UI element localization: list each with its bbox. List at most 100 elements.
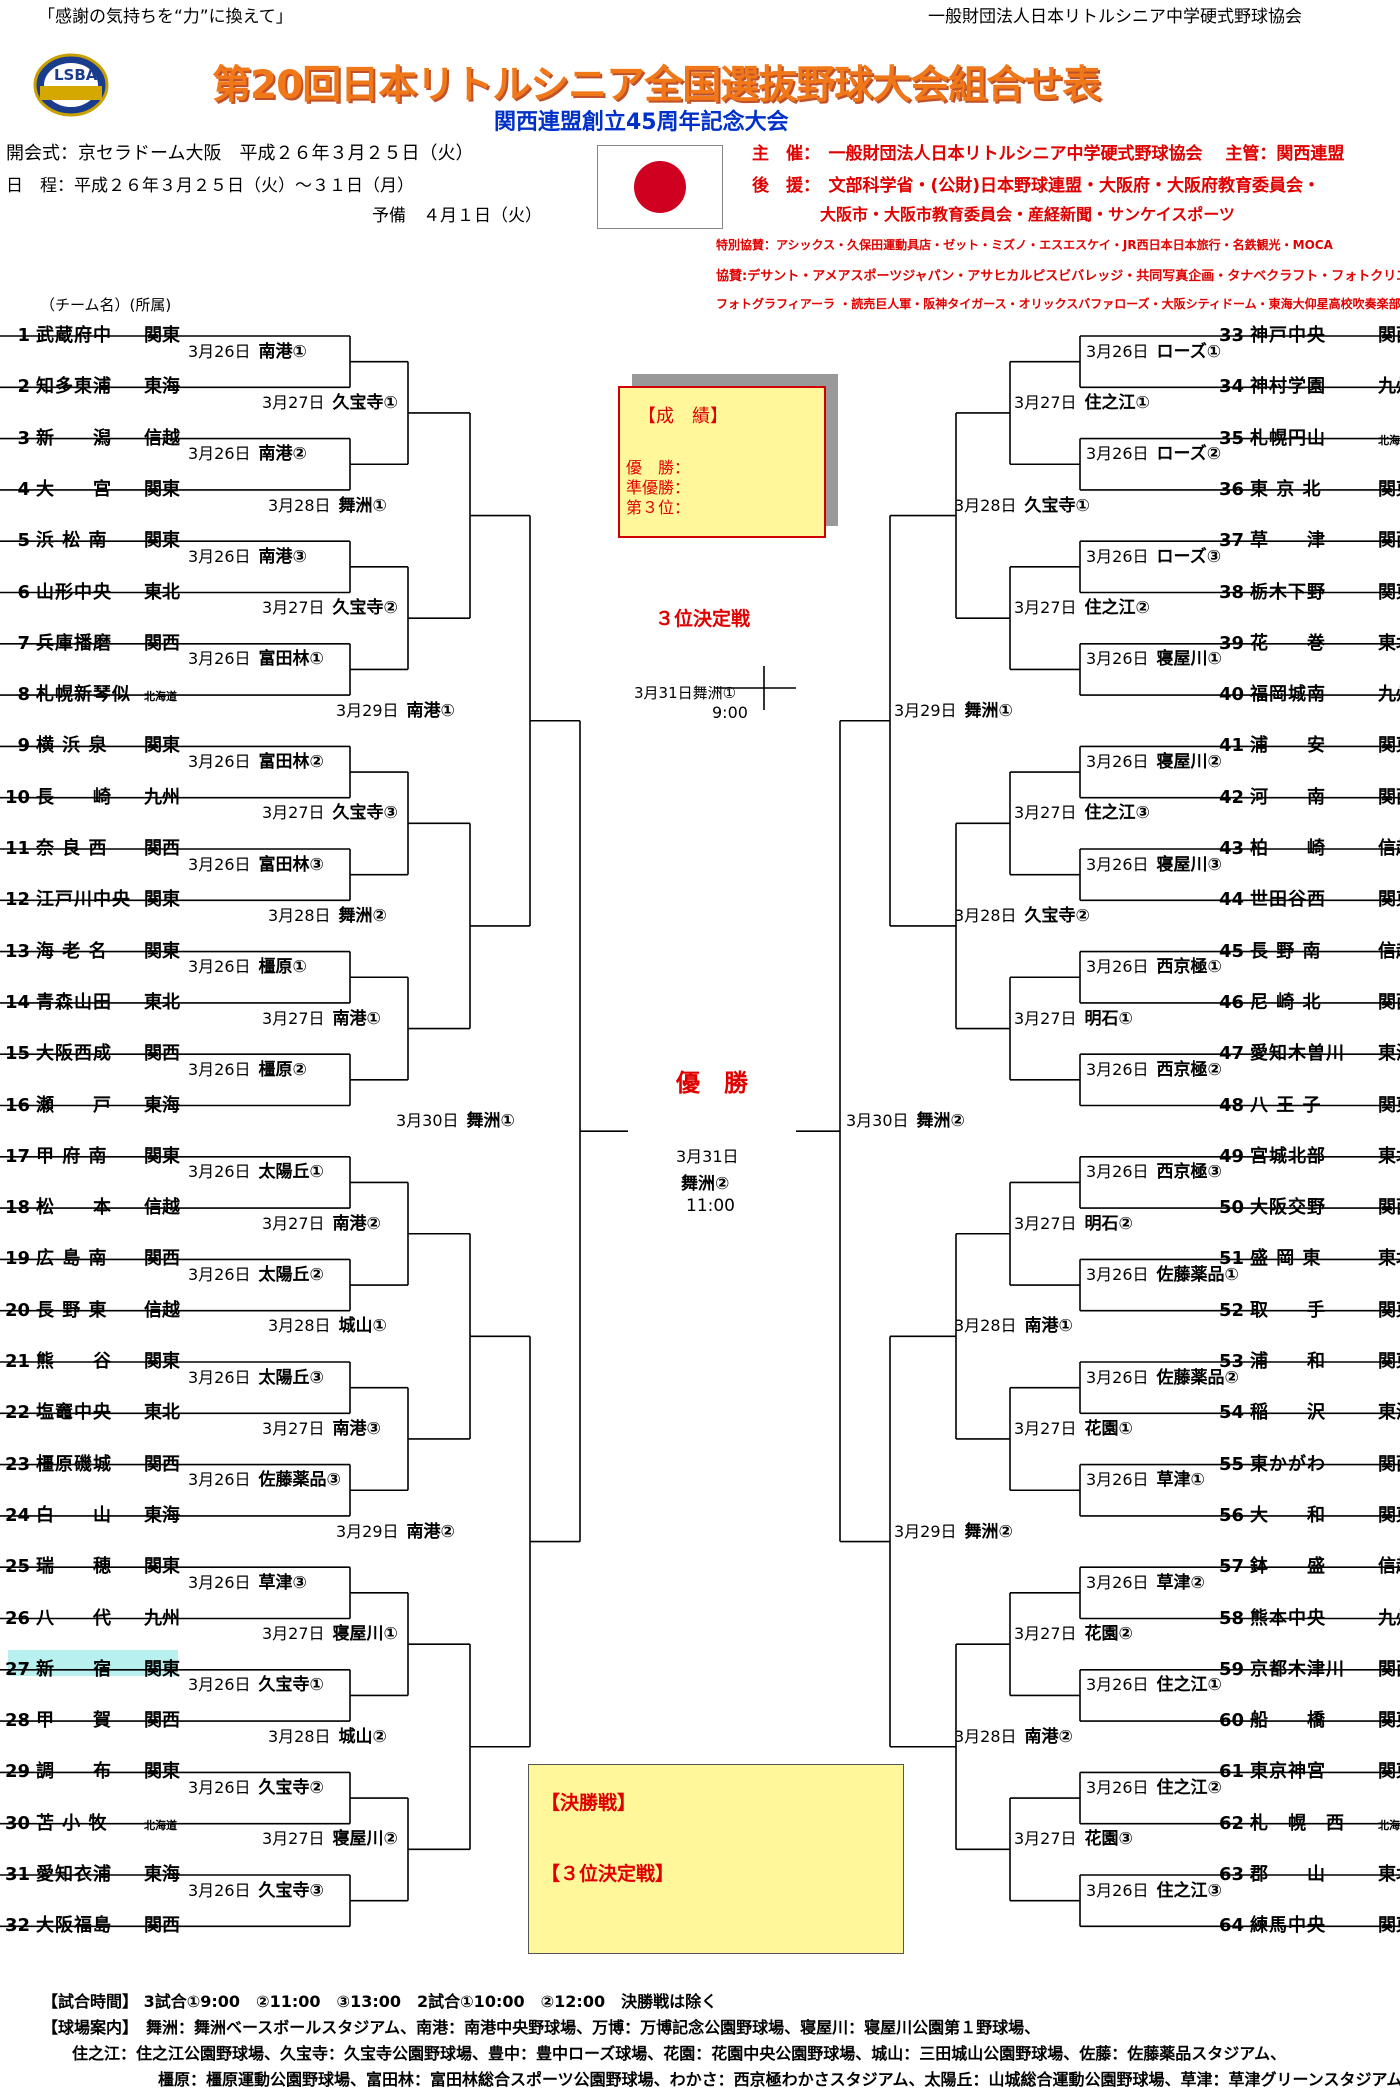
- game-venue: 住之江①: [1156, 1675, 1222, 1696]
- game-venue: 久宝寺②: [258, 1778, 324, 1799]
- team-number: 45: [1218, 940, 1244, 962]
- sponsors-line-1: 協賛:デサント・アメアスポーツジャパン・アサヒカルピスビバレッジ・共同写真企画・…: [716, 269, 1400, 284]
- team-name: 盛 岡 東: [1250, 1248, 1322, 1270]
- game-venue: 南港③: [332, 1418, 381, 1439]
- game-venue: ローズ①: [1156, 341, 1222, 362]
- team-region: 東海: [144, 1504, 180, 1526]
- team-name: 取 手: [1250, 1299, 1326, 1321]
- team-number: 12: [4, 889, 30, 911]
- team-name: 愛知木曽川: [1250, 1043, 1345, 1065]
- org-top: 一般財団法人日本リトルシニア中学硬式野球協会: [928, 7, 1302, 27]
- game-venue: 舞洲②: [916, 1111, 965, 1132]
- game-date: 3月27日: [1014, 598, 1077, 618]
- left-r1-game: 3月26日太陽丘①: [188, 1162, 324, 1182]
- game-venue: 太陽丘①: [258, 1162, 324, 1183]
- game-date: 3月29日: [894, 700, 957, 720]
- team-region: 東海: [1378, 1043, 1400, 1065]
- game-venue: 城山①: [338, 1316, 387, 1337]
- team-name: 長 野 南: [1250, 940, 1322, 962]
- team-number: 32: [4, 1915, 30, 1937]
- team-name: 長 野 東: [36, 1299, 108, 1321]
- left-r4-game: 3月29日南港①: [336, 701, 455, 721]
- sponsors-line-2: フォトグラフィアーラ ・読売巨人軍・阪神タイガース・オリックスバファローズ・大阪…: [716, 297, 1400, 311]
- team-region: 九州: [144, 1607, 180, 1629]
- left-r2-game: 3月27日南港①: [262, 1009, 381, 1029]
- game-venue: 舞洲①: [466, 1111, 515, 1132]
- team-number: 60: [1218, 1710, 1244, 1732]
- game-date: 3月26日: [1086, 341, 1149, 361]
- team-name: 江戸川中央: [36, 889, 131, 911]
- team-region: 関東: [144, 1658, 180, 1680]
- team-name: 東 京 北: [1250, 478, 1322, 500]
- team-number: 2: [17, 376, 30, 398]
- game-date: 3月28日: [954, 1726, 1017, 1746]
- footer-venues-2: 住之江：住之江公園野球場、久宝寺：久宝寺公園野球場、豊中：豊中ローズ球場、花園：…: [72, 2044, 1287, 2063]
- team-name: 大阪交野: [1250, 1197, 1326, 1219]
- team-number: 42: [1218, 786, 1244, 808]
- right-r1-game: 3月26日寝屋川③: [1086, 855, 1222, 875]
- team-name: 神戸中央: [1250, 325, 1326, 346]
- game-venue: 久宝寺①: [1024, 495, 1090, 516]
- game-venue: 太陽丘②: [258, 1265, 324, 1286]
- team-region: 関西: [144, 838, 180, 859]
- third-place-game: 3月31日舞洲①: [634, 684, 737, 702]
- game-date: 3月27日: [262, 1213, 325, 1233]
- team-name: 八 王 子: [1250, 1094, 1322, 1116]
- game-date: 3月28日: [268, 495, 331, 515]
- game-date: 3月26日: [188, 1675, 251, 1695]
- team-name: 熊本中央: [1250, 1607, 1326, 1629]
- game-venue: 花園③: [1084, 1829, 1133, 1850]
- game-venue: 太陽丘③: [258, 1367, 324, 1388]
- team-region: 関東: [1378, 1710, 1400, 1732]
- team-number: 23: [4, 1453, 30, 1475]
- left-r3-game: 3月28日舞洲②: [268, 906, 387, 926]
- game-date: 3月26日: [188, 1778, 251, 1798]
- team-region: 関東: [1378, 1094, 1400, 1116]
- team-entry: 34神村学園九州: [1212, 375, 1400, 399]
- game-date: 3月27日: [262, 598, 325, 618]
- team-name: 宮城北部: [1250, 1145, 1326, 1167]
- team-region: 関東: [144, 735, 180, 757]
- team-number: 20: [4, 1299, 30, 1321]
- team-number: 61: [1218, 1761, 1244, 1783]
- game-date: 3月29日: [894, 1521, 957, 1541]
- game-venue: 寝屋川②: [1156, 752, 1222, 773]
- team-region: 関東: [144, 889, 180, 911]
- team-number: 49: [1218, 1145, 1244, 1167]
- team-entry: 37草 津関西: [1212, 529, 1400, 553]
- game-date: 3月26日: [1086, 1265, 1149, 1285]
- reserve-day: 予備 ４月１日（火）: [372, 206, 542, 226]
- team-name: 愛知衣浦: [36, 1864, 112, 1885]
- team-name: 甲 賀: [36, 1710, 112, 1732]
- left-r4-game: 3月29日南港②: [336, 1522, 455, 1542]
- game-venue: ローズ③: [1156, 546, 1222, 567]
- final-box-final: 【決勝戦】: [541, 1792, 637, 1814]
- host: 主 催： 一般財団法人日本リトルシニア中学硬式野球協会 主管：関西連盟: [752, 144, 1345, 164]
- right-r1-game: 3月26日西京極①: [1086, 957, 1222, 977]
- team-number: 34: [1218, 376, 1244, 398]
- team-region: 信越: [144, 1197, 180, 1219]
- game-date: 3月26日: [188, 1265, 251, 1285]
- team-region: 関東: [144, 1351, 180, 1372]
- game-venue: 橿原①: [258, 957, 307, 978]
- right-r1-game: 3月26日佐藤薬品②: [1086, 1368, 1239, 1388]
- team-region: 東海: [1378, 1402, 1400, 1424]
- right-r4-game: 3月29日舞洲①: [894, 701, 1013, 721]
- team-number: 48: [1218, 1094, 1244, 1116]
- final-box-third: 【３位決定戦】: [541, 1863, 675, 1885]
- game-venue: 富田林①: [258, 649, 324, 670]
- team-region: 東北: [144, 581, 180, 603]
- right-r1-game: 3月26日住之江②: [1086, 1778, 1222, 1798]
- game-date: 3月26日: [188, 1880, 251, 1900]
- right-r3-game: 3月28日久宝寺②: [954, 906, 1090, 926]
- team-name: 新 宿: [36, 1658, 112, 1680]
- team-region: 関西: [1378, 786, 1400, 808]
- team-name: 兵庫播磨: [36, 632, 112, 654]
